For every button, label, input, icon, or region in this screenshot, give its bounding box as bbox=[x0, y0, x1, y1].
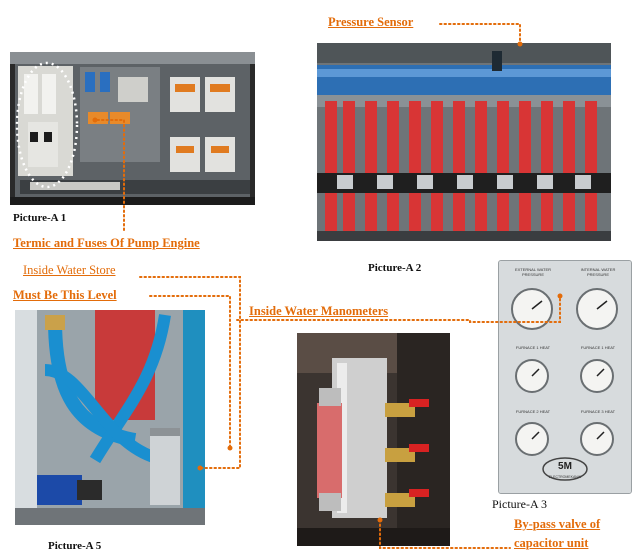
photo-a1-electrical-cabinet bbox=[10, 52, 255, 205]
caption-picture-a1: Picture-A 1 bbox=[13, 212, 67, 224]
caption-picture-a5: Picture-A 5 bbox=[48, 540, 102, 552]
panel-brand-logo: 5M bbox=[558, 461, 572, 472]
panel-label-furnace-1-right: FURNACE 1 HEAT bbox=[580, 345, 616, 350]
panel-label-furnace-3: FURNACE 3 HEAT bbox=[580, 409, 616, 414]
annotation-inside-water-manometers: Inside Water Manometers bbox=[249, 304, 389, 318]
photo-a3-manometer-panel: EXTERNAL WATER PRESSURE INTERNAL WATER P… bbox=[498, 260, 632, 494]
annotation-bypass-line-1: By-pass valve of bbox=[514, 517, 601, 531]
panel-label-furnace-2: FURNACE 2 HEAT bbox=[515, 409, 551, 414]
panel-label-external-pressure: EXTERNAL WATER PRESSURE bbox=[514, 267, 552, 277]
photo-a2-pipe-manifold bbox=[317, 43, 611, 241]
panel-brand-subtitle: ELECTROMEKANIK bbox=[548, 475, 582, 479]
caption-picture-a3: Picture-A 3 bbox=[492, 497, 547, 511]
photo-a5-water-store bbox=[15, 310, 205, 525]
annotation-must-be-level: Must Be This Level bbox=[13, 288, 117, 302]
annotation-inside-water-store: Inside Water Store bbox=[23, 263, 116, 277]
annotation-bypass-line-2: capacitor unit bbox=[514, 536, 589, 550]
panel-label-internal-pressure: INTERNAL WATER PRESSURE bbox=[580, 267, 616, 277]
annotation-termic-fuses: Termic and Fuses Of Pump Engine bbox=[13, 236, 200, 250]
annotation-pressure-sensor: Pressure Sensor bbox=[328, 15, 414, 29]
caption-picture-a2: Picture-A 2 bbox=[368, 262, 422, 274]
annotation-bypass-valve: By-pass valve of capacitor unit bbox=[514, 515, 600, 553]
panel-label-furnace-1-left: FURNACE 1 HEAT bbox=[515, 345, 551, 350]
photo-capacitor-unit bbox=[297, 333, 450, 546]
